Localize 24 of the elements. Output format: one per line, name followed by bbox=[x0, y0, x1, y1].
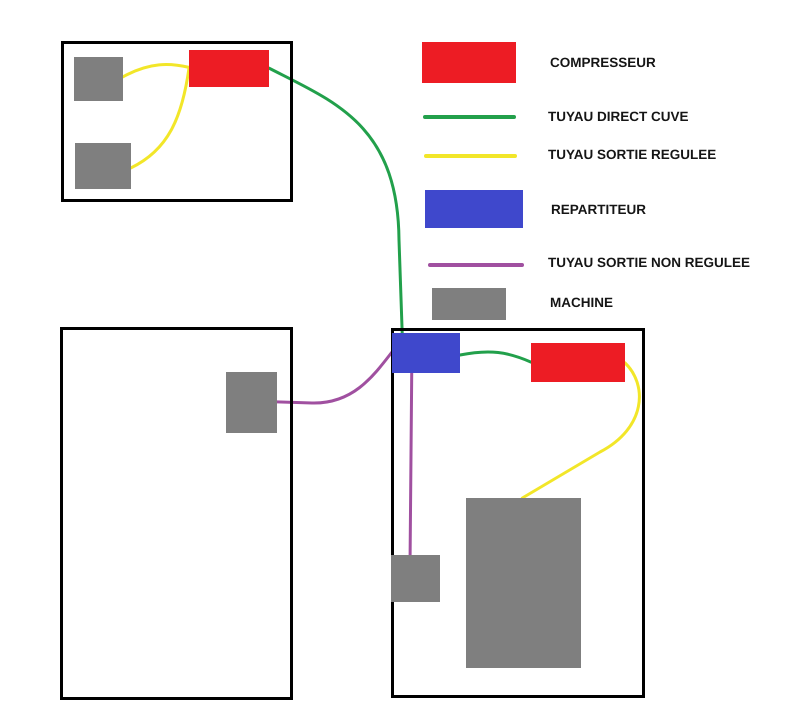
pipe-line bbox=[408, 372, 414, 556]
room-outline bbox=[60, 327, 293, 700]
legend-label: COMPRESSEUR bbox=[550, 55, 656, 71]
machine-block bbox=[74, 57, 123, 101]
legend-label: REPARTITEUR bbox=[551, 202, 646, 218]
pipe-line bbox=[276, 350, 394, 404]
pipe-line bbox=[268, 66, 404, 334]
room-outline bbox=[61, 41, 293, 202]
pipe-line bbox=[458, 350, 532, 364]
room-outline bbox=[391, 328, 645, 698]
legend-label: TUYAU SORTIE NON REGULEE bbox=[548, 255, 750, 271]
pipe-line bbox=[122, 63, 190, 78]
pipe-line bbox=[520, 361, 641, 500]
legend-label: MACHINE bbox=[550, 295, 613, 311]
legend-label: TUYAU DIRECT CUVE bbox=[548, 109, 689, 125]
compressor-block bbox=[531, 343, 625, 382]
legend-label: TUYAU SORTIE REGULEE bbox=[548, 147, 716, 163]
machine-block bbox=[226, 372, 277, 433]
compressor-block bbox=[189, 50, 269, 87]
machine-block bbox=[75, 143, 131, 189]
pipe-line bbox=[130, 66, 190, 170]
machine-block bbox=[466, 498, 581, 668]
distributor-block bbox=[392, 333, 460, 373]
machine-block bbox=[391, 555, 440, 602]
